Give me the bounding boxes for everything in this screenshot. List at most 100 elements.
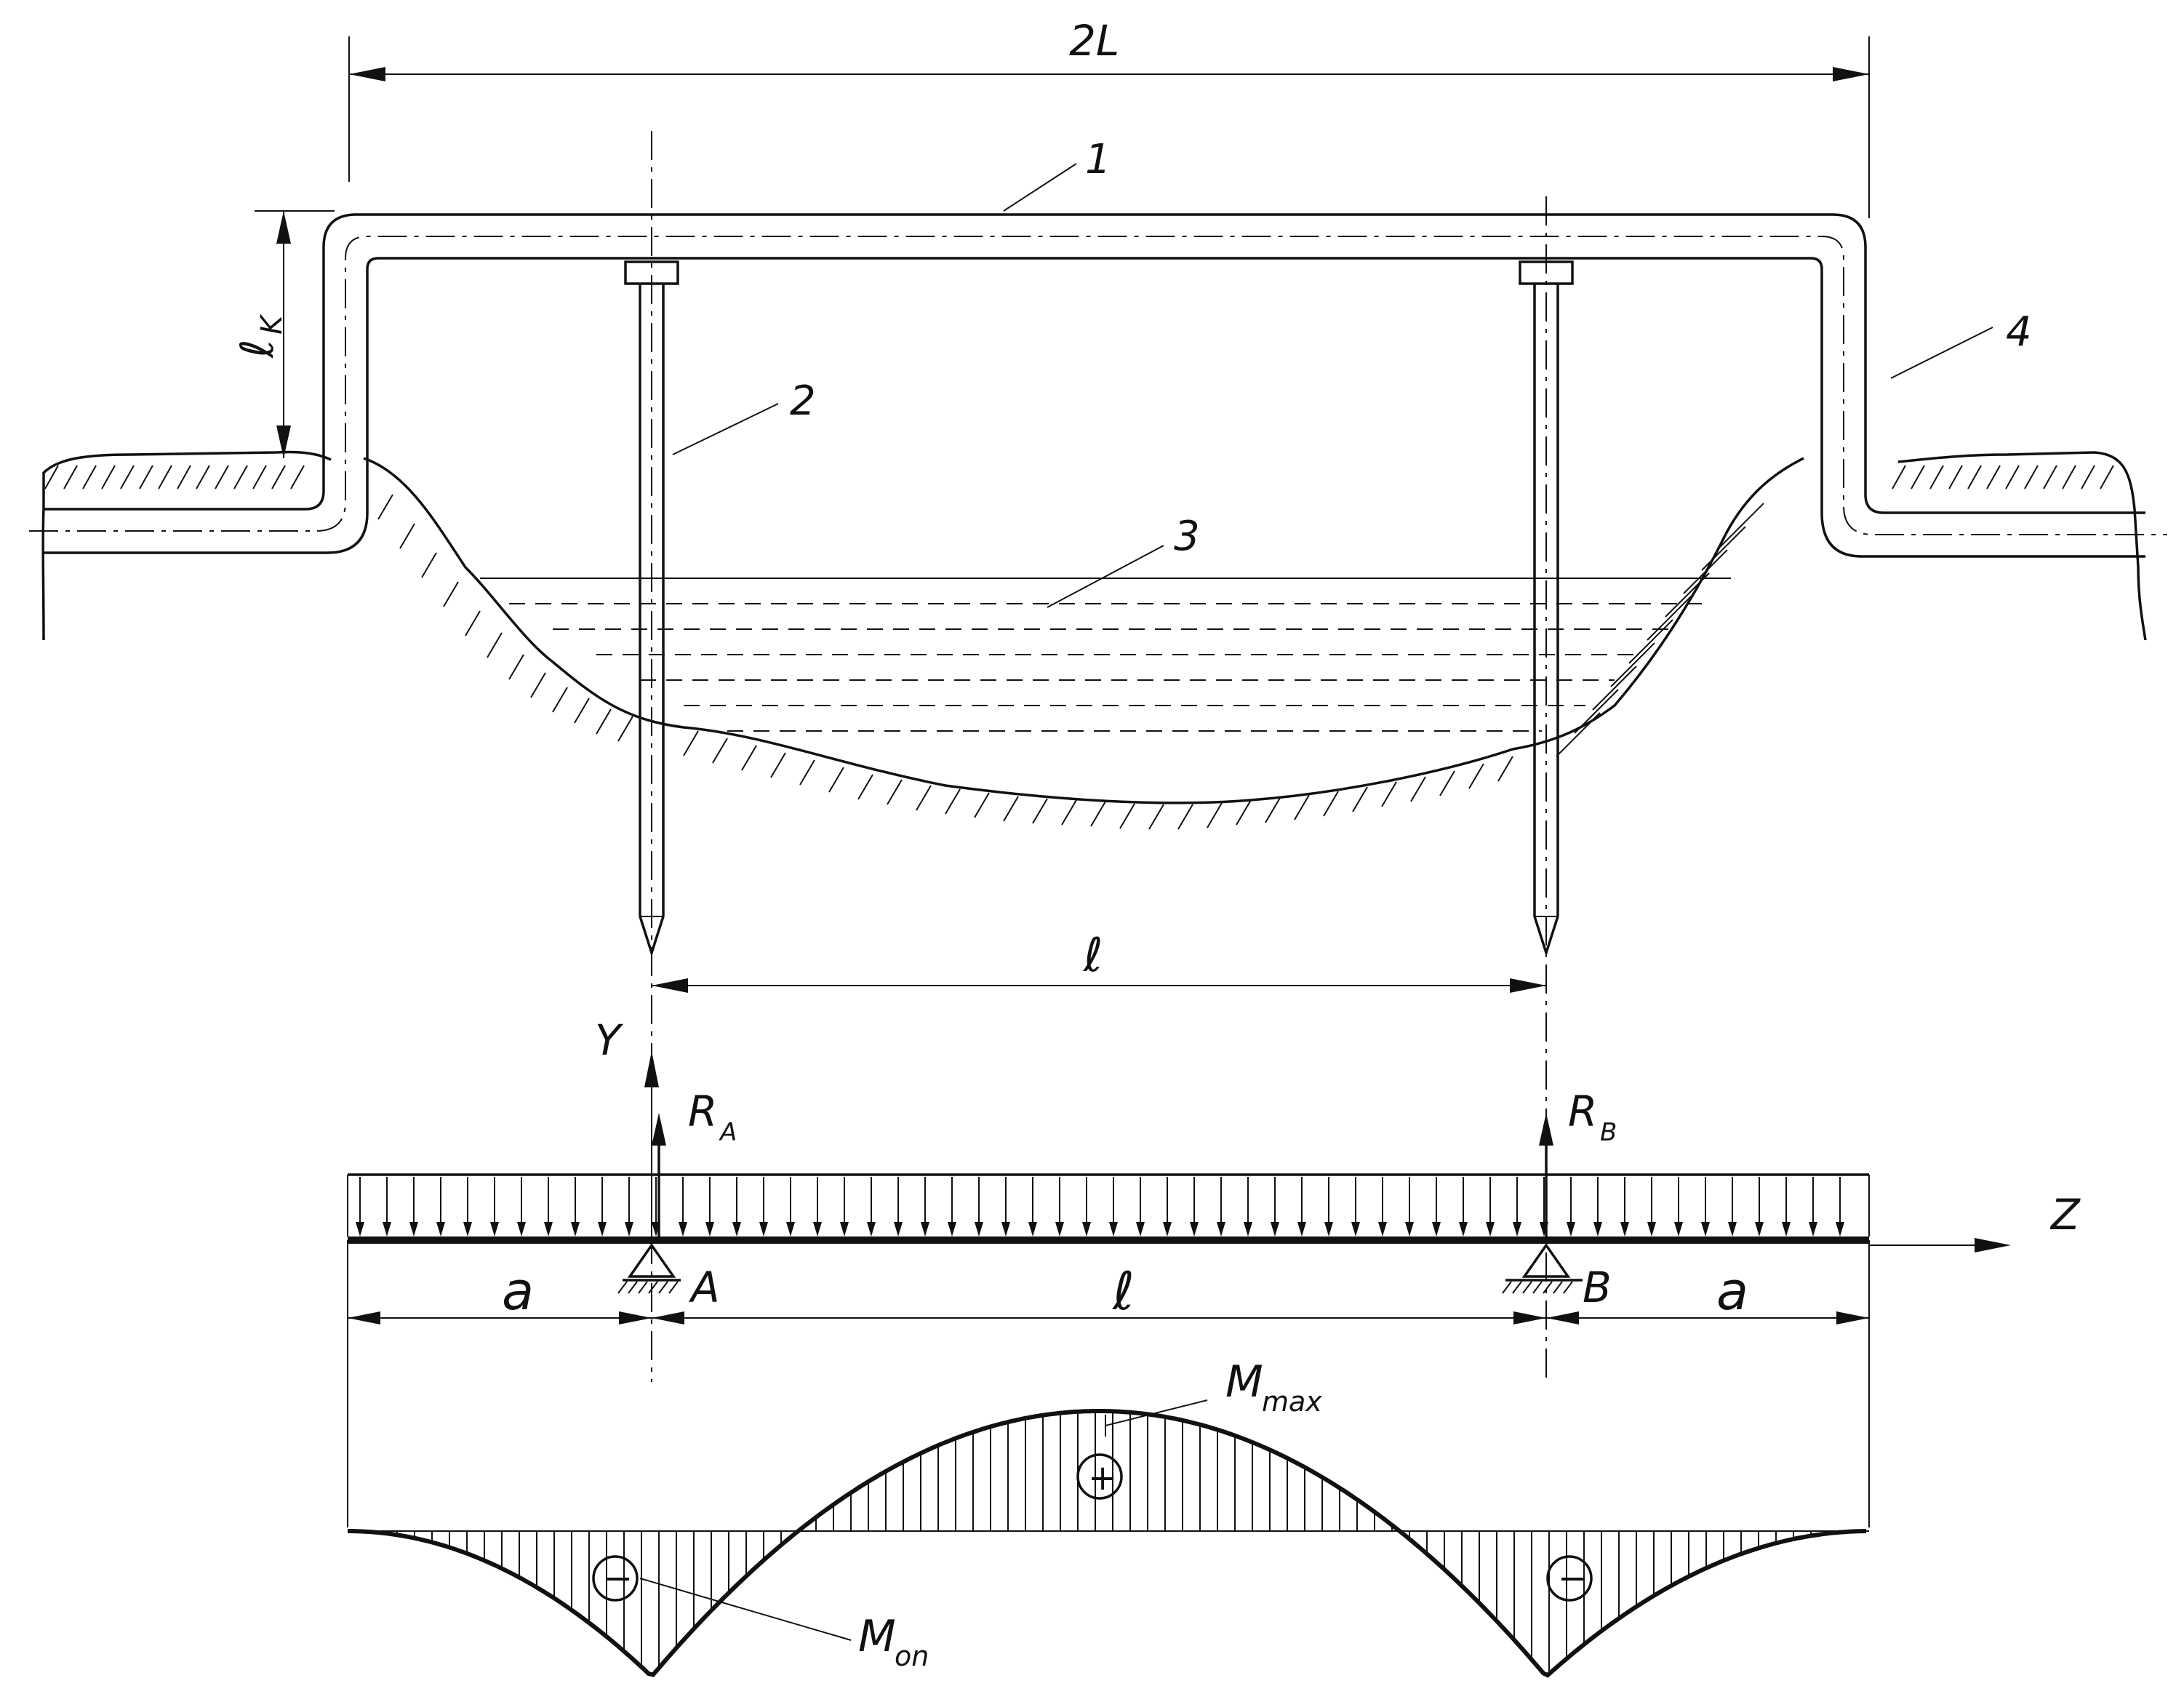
load-arrowhead: [1782, 1222, 1791, 1236]
hatch-stroke: [887, 779, 903, 805]
hatch-stroke: [574, 698, 590, 724]
hatch-stroke: [668, 1281, 679, 1294]
hatch-stroke: [421, 552, 437, 578]
support-b-label: B: [1583, 1263, 1612, 1312]
hatch-stroke: [530, 672, 546, 698]
load-arrowhead: [1190, 1222, 1199, 1236]
hatch-stroke: [799, 759, 815, 786]
callout-3: 3: [1174, 513, 1200, 560]
hatch-stroke: [1061, 799, 1077, 826]
load-arrowhead: [356, 1222, 364, 1236]
load-arrowhead: [1593, 1222, 1602, 1236]
callout-2: 2: [790, 377, 816, 425]
load-arrowhead: [1324, 1222, 1333, 1236]
hatch-stroke: [377, 494, 393, 520]
reaction-b-sub: B: [1600, 1118, 1617, 1147]
hatch-stroke: [1207, 802, 1223, 828]
moment-diagram: M max + − − M on: [348, 1357, 1869, 1678]
hatch-stroke: [1543, 1281, 1553, 1294]
load-arrowhead: [921, 1222, 929, 1236]
load-arrowhead: [1405, 1222, 1414, 1236]
hatch-stroke: [2100, 465, 2114, 490]
overhang-left-label: a: [502, 1260, 534, 1322]
hatch-stroke: [271, 465, 286, 490]
load-arrowhead: [383, 1222, 391, 1236]
hatch-stroke: [1148, 804, 1164, 830]
hatch-stroke: [2081, 465, 2095, 490]
load-arrowhead: [463, 1222, 472, 1236]
hatch-stroke: [828, 767, 844, 793]
load-arrowhead: [1136, 1222, 1145, 1236]
load-arrowhead: [1351, 1222, 1360, 1236]
callout-4: 4: [2006, 308, 2032, 356]
pipeline: [29, 213, 2167, 558]
hatch-stroke: [617, 716, 633, 742]
hatch-stroke: [158, 465, 172, 490]
load-arrowhead: [1674, 1222, 1683, 1236]
hatch-stroke: [1502, 1281, 1512, 1294]
hatch-stroke: [1574, 689, 1619, 734]
load-arrowhead: [490, 1222, 499, 1236]
load-arrowhead: [1297, 1222, 1306, 1236]
hatch-stroke: [177, 465, 191, 490]
reaction-b-label: R: [1568, 1087, 1597, 1136]
hatch-stroke: [1986, 465, 2001, 490]
hatch-stroke: [596, 708, 612, 735]
hatch-stroke: [120, 465, 135, 490]
dimension-2L: 2L: [348, 16, 1870, 218]
sign-minus-left: −: [604, 1558, 633, 1599]
load-arrowhead: [840, 1222, 849, 1236]
overhang-right-label: a: [1716, 1260, 1748, 1322]
hatch-stroke: [2005, 465, 2020, 490]
hatch-stroke: [628, 1281, 638, 1294]
load-arrowhead: [1647, 1222, 1656, 1236]
load-arrowhead: [786, 1222, 795, 1236]
load-arrowhead: [1513, 1222, 1521, 1236]
load-arrowhead: [1432, 1222, 1441, 1236]
load-arrowhead: [652, 1222, 660, 1236]
load-arrowhead: [1459, 1222, 1468, 1236]
load-arrowhead: [1378, 1222, 1387, 1236]
reaction-a-label: R: [688, 1087, 717, 1136]
load-arrowhead: [1620, 1222, 1629, 1236]
water-body: [480, 578, 1731, 732]
hatch-stroke: [1236, 799, 1252, 826]
load-arrowhead: [1486, 1222, 1495, 1236]
load-arrowhead: [544, 1222, 553, 1236]
load-arrowhead: [975, 1222, 983, 1236]
load-arrowhead: [705, 1222, 714, 1236]
hatch-stroke: [1719, 503, 1764, 548]
hatch-stroke: [1497, 756, 1513, 782]
load-arrowhead: [1701, 1222, 1710, 1236]
hatch-stroke: [1701, 526, 1746, 571]
hatch-stroke: [63, 465, 78, 490]
hatch-stroke: [1032, 798, 1048, 824]
hatch-stroke: [101, 465, 116, 490]
hatch-stroke: [974, 792, 990, 818]
load-arrowhead: [948, 1222, 956, 1236]
hatch-stroke: [196, 465, 210, 490]
load-arrowhead: [1809, 1222, 1817, 1236]
hatch-stroke: [443, 581, 459, 607]
hatch-stroke: [1563, 1281, 1573, 1294]
hatch-stroke: [1323, 791, 1339, 817]
load-arrowhead: [571, 1222, 580, 1236]
load-arrowhead: [867, 1222, 876, 1236]
hatch-stroke: [638, 1281, 648, 1294]
load-arrowhead: [1836, 1222, 1844, 1236]
mop-sub: on: [895, 1640, 929, 1672]
dimension-lk: ℓ K: [231, 210, 335, 458]
label-lk-sub: K: [255, 313, 289, 335]
hatch-stroke: [1512, 1281, 1522, 1294]
hatch-stroke: [465, 610, 481, 636]
hatch-stroke: [215, 465, 229, 490]
hatch-stroke: [1352, 786, 1368, 812]
support-a-label: A: [688, 1263, 720, 1312]
hatch-stroke: [44, 465, 59, 490]
load-arrowhead: [1028, 1222, 1037, 1236]
ground-left: [41, 450, 1804, 830]
hatch-stroke: [1592, 666, 1637, 711]
load-arrowhead: [759, 1222, 768, 1236]
